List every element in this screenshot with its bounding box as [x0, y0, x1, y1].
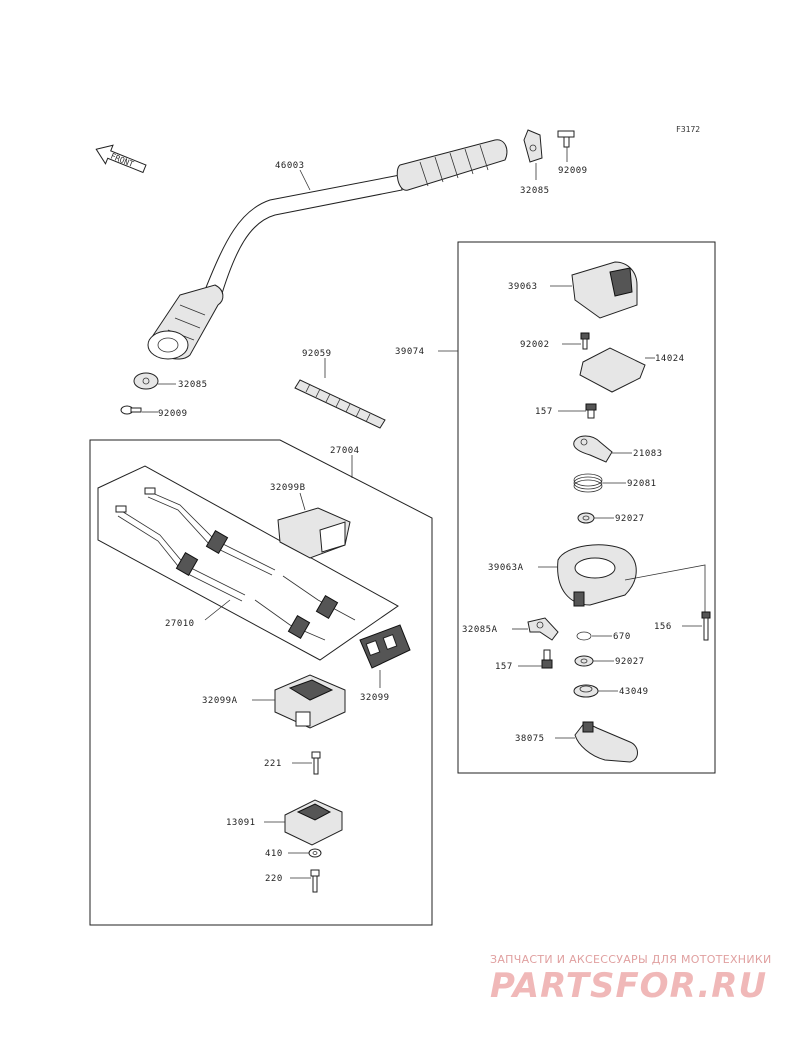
label-32099B: 32099B	[270, 483, 306, 493]
label-670: 670	[613, 632, 631, 642]
screw-221	[311, 751, 321, 775]
label-157-a: 157	[535, 407, 553, 417]
screw-157-b	[541, 649, 553, 669]
watermark-tagline: ЗАПЧАСТИ И АКСЕССУАРЫ ДЛЯ МОТОТЕХНИКИ	[490, 953, 772, 966]
figure-ref: F3172	[676, 125, 700, 134]
throttle-housing-39063A	[557, 544, 637, 607]
throttle-lever-38075	[574, 721, 638, 763]
label-14024: 14024	[655, 354, 685, 364]
left-grip	[147, 284, 224, 360]
label-92027-b: 92027	[615, 657, 645, 667]
switch-cover-32099B	[277, 507, 351, 559]
spiral-tube	[294, 379, 386, 429]
right-grip	[396, 139, 508, 191]
screw-92002	[580, 332, 590, 350]
screw-92009-left	[120, 405, 142, 415]
label-39063: 39063	[508, 282, 538, 292]
screw-220	[310, 869, 320, 893]
switch-assembly-outline	[89, 439, 433, 926]
handlebar	[147, 139, 508, 360]
label-92002: 92002	[520, 340, 550, 350]
label-32099A: 32099A	[202, 696, 238, 706]
label-32085-left: 32085	[178, 380, 208, 390]
switch-housing-32099A	[274, 674, 346, 729]
label-92059: 92059	[302, 349, 332, 359]
front-label: FRONT	[109, 152, 135, 169]
label-32085-top: 32085	[520, 186, 550, 196]
throttle-cables	[115, 487, 356, 641]
label-21083: 21083	[633, 449, 663, 459]
label-220: 220	[265, 874, 283, 884]
label-32085A: 32085A	[462, 625, 498, 635]
label-39063A: 39063A	[488, 563, 524, 573]
label-92081: 92081	[627, 479, 657, 489]
label-221: 221	[264, 759, 282, 769]
throttle-cover-39063	[571, 261, 638, 319]
bolt-156	[701, 611, 711, 641]
label-32099: 32099	[360, 693, 390, 703]
label-27010: 27010	[165, 619, 195, 629]
washer-410	[308, 848, 322, 858]
label-43049: 43049	[619, 687, 649, 697]
spring-92081	[573, 473, 603, 493]
clamp-13091	[284, 799, 343, 846]
label-157-b: 157	[495, 662, 513, 672]
front-arrow-icon: FRONT	[95, 144, 147, 174]
screw-92009-top	[557, 130, 575, 148]
cable-assembly-outline	[97, 465, 399, 661]
o-ring-670	[576, 631, 592, 641]
label-13091: 13091	[226, 818, 256, 828]
bar-end-weight-left	[133, 372, 159, 390]
nut-92027-b	[574, 655, 594, 667]
watermark-logo: PARTSFOR.RU	[490, 966, 768, 1006]
label-156: 156	[654, 622, 672, 632]
cap-43049	[573, 684, 599, 698]
bracket-21083	[573, 435, 613, 463]
switch-boot-32099	[359, 624, 411, 669]
stopper-32085A	[527, 617, 559, 641]
label-410: 410	[265, 849, 283, 859]
label-46003: 46003	[275, 161, 305, 171]
label-39074: 39074	[395, 347, 425, 357]
throttle-assembly-outline	[457, 241, 716, 774]
nut-92027-a	[577, 512, 595, 524]
label-38075: 38075	[515, 734, 545, 744]
screw-157-a	[585, 403, 597, 419]
plate-14024	[579, 347, 646, 393]
label-92027-a: 92027	[615, 514, 645, 524]
bar-end-weight-top	[523, 129, 543, 163]
label-92009-top: 92009	[558, 166, 588, 176]
label-27004: 27004	[330, 446, 360, 456]
label-92009-left: 92009	[158, 409, 188, 419]
